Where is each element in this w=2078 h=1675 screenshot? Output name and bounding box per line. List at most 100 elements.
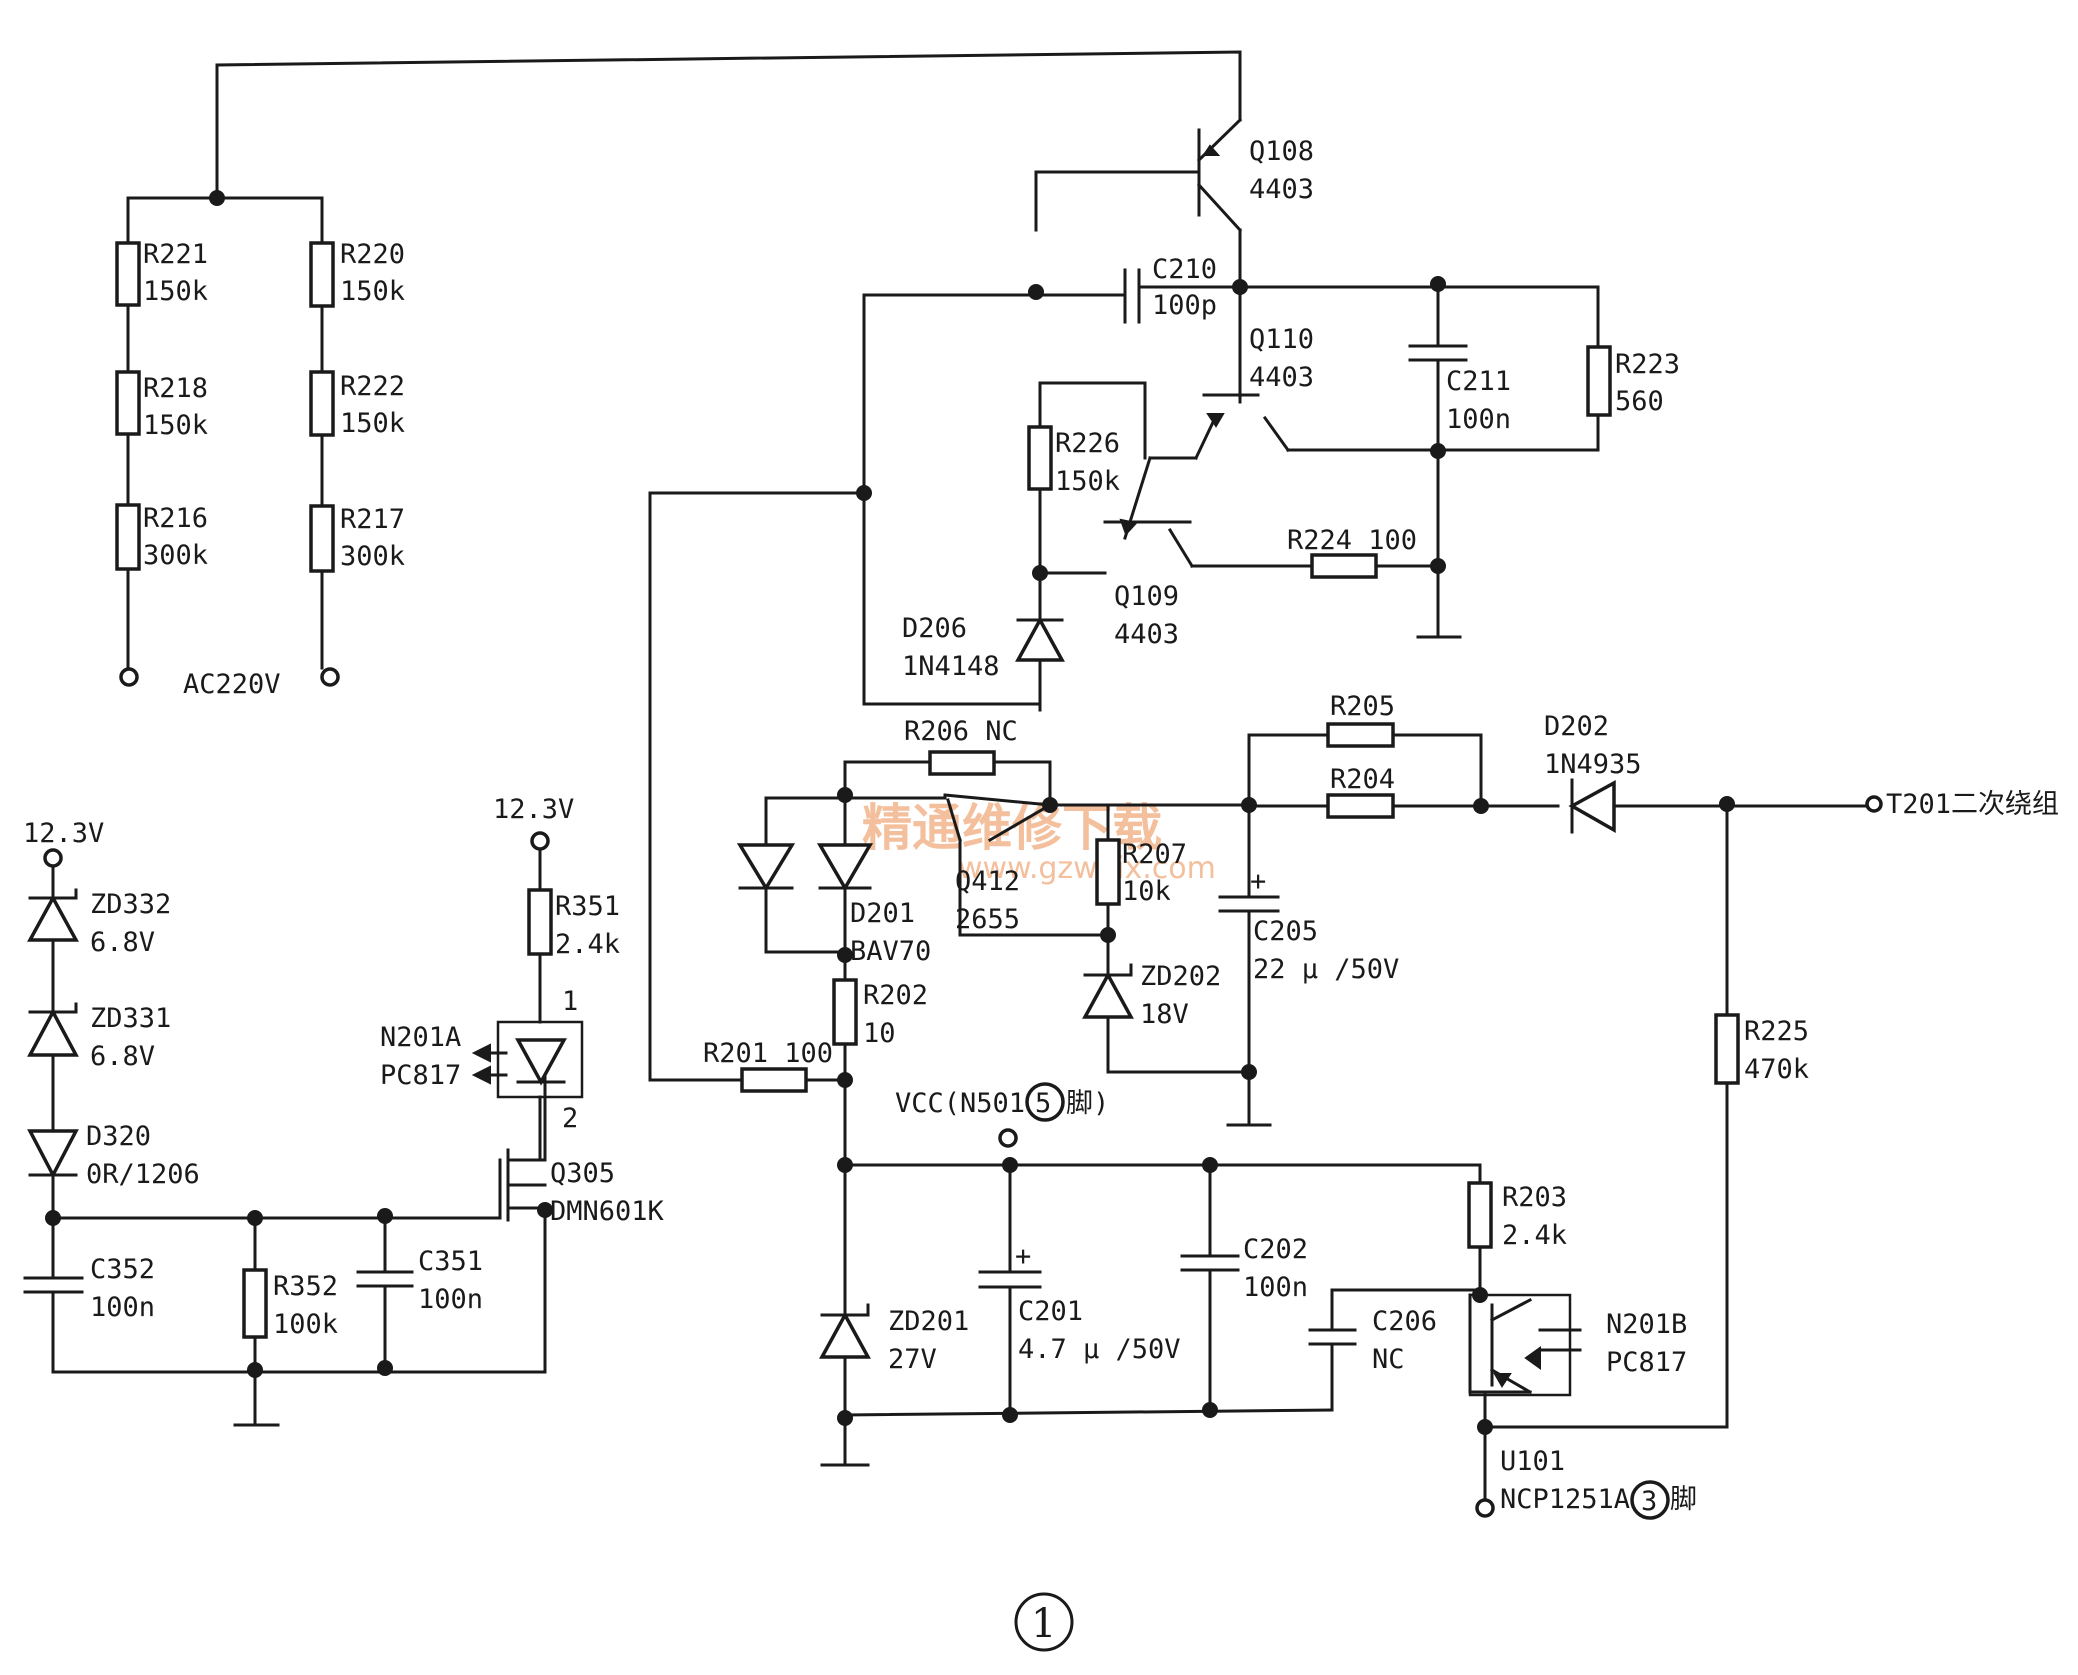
label-q412-value: 2655	[955, 904, 1020, 935]
label-r220-value: 150k	[340, 276, 405, 307]
label-c206-value: NC	[1372, 1344, 1405, 1375]
label-c352: C352	[90, 1254, 155, 1285]
resistor-r223	[1586, 345, 1612, 417]
label-zd331-value: 6.8V	[90, 1041, 155, 1072]
label-pin3: 3	[1641, 1486, 1657, 1517]
diode-d201-b	[816, 843, 874, 892]
pin5-circle	[1025, 1082, 1065, 1122]
label-r205: R205	[1330, 691, 1395, 722]
diode-d202	[1568, 780, 1616, 834]
label-r202-value: 10	[863, 1018, 896, 1049]
resistor-r217	[309, 504, 335, 573]
label-zd201-value: 27V	[888, 1344, 937, 1375]
resistor-r206	[928, 750, 996, 776]
resistor-r202	[832, 978, 858, 1046]
resistor-r205	[1326, 722, 1395, 748]
label-r206: R206 NC	[904, 716, 1018, 747]
label-r225-value: 470k	[1744, 1054, 1809, 1085]
label-r351-value: 2.4k	[555, 929, 620, 960]
diode-d206	[1015, 616, 1065, 662]
label-r351: R351	[555, 891, 620, 922]
label-r207-value: 10k	[1122, 876, 1171, 907]
resistor-r221	[115, 241, 141, 307]
pin3-circle	[1630, 1480, 1670, 1520]
label-c211-value: 100n	[1446, 404, 1511, 435]
label-n201a-value: PC817	[380, 1060, 461, 1091]
label-pin5: 5	[1035, 1088, 1051, 1119]
label-q109-value: 4403	[1114, 619, 1179, 650]
label-n201a: N201A	[380, 1022, 461, 1053]
label-q305-value: DMN601K	[550, 1196, 665, 1227]
label-zd202-value: 18V	[1140, 999, 1189, 1030]
q108-arrow	[1202, 144, 1221, 156]
label-vcc-tail: 脚)	[1066, 1088, 1109, 1119]
label-zd202: ZD202	[1140, 961, 1221, 992]
label-d206-value: 1N4148	[902, 651, 1000, 682]
standby-section	[23, 831, 584, 1427]
figure-number-text: 1	[1031, 1601, 1056, 1647]
label-zd331: ZD331	[90, 1003, 171, 1034]
q109-arrow	[1119, 518, 1138, 536]
watermark-url: www.gzweix.com	[958, 851, 1216, 886]
ac-terminal-left	[119, 667, 139, 687]
label-zd201: ZD201	[888, 1306, 969, 1337]
zener-zd331	[27, 1008, 79, 1057]
label-r224: R224 100	[1287, 525, 1417, 556]
resistor-r351	[527, 888, 553, 956]
label-r204: R204	[1330, 764, 1395, 795]
label-d202-value: 1N4935	[1544, 749, 1642, 780]
label-zd332-value: 6.8V	[90, 927, 155, 958]
resistor-r218	[115, 370, 141, 436]
label-u101-tail: 脚	[1670, 1484, 1697, 1515]
label-ac220v: AC220V	[183, 669, 281, 700]
label-r352-value: 100k	[273, 1309, 338, 1340]
label-d206: D206	[902, 613, 967, 644]
label-c205: C205	[1253, 916, 1318, 947]
label-r222: R222	[340, 371, 405, 402]
label-t201: T201二次绕组	[1886, 789, 2059, 820]
ac-input-divider	[115, 50, 1242, 687]
label-d320: D320	[86, 1121, 151, 1152]
label-r216-value: 300k	[143, 540, 208, 571]
label-d201: D201	[850, 898, 915, 929]
label-r217-value: 300k	[340, 541, 405, 572]
label-r220: R220	[340, 239, 405, 270]
resistor-r204	[1326, 793, 1395, 819]
label-d320-value: 0R/1206	[86, 1159, 200, 1190]
resistor-r226	[1027, 425, 1053, 491]
label-d201-value: BAV70	[850, 936, 931, 967]
label-r223: R223	[1615, 349, 1680, 380]
terminal-12v3-left	[43, 848, 63, 868]
label-12v3-left: 12.3V	[23, 818, 104, 849]
power-section: +	[648, 491, 1883, 1520]
label-pin2: 2	[562, 1103, 578, 1134]
label-u101: U101	[1500, 1446, 1565, 1477]
label-r352: R352	[273, 1271, 338, 1302]
label-q108: Q108	[1249, 136, 1314, 167]
label-r226-value: 150k	[1055, 466, 1120, 497]
label-c211: C211	[1446, 366, 1511, 397]
resistor-r224	[1310, 553, 1378, 579]
label-q305: Q305	[550, 1158, 615, 1189]
label-r202: R202	[863, 980, 928, 1011]
label-r223-value: 560	[1615, 386, 1664, 417]
transistor-network	[856, 117, 1612, 712]
terminal-12v3-mid	[530, 831, 550, 851]
label-c352-value: 100n	[90, 1292, 155, 1323]
label-u101-value: NCP1251A	[1500, 1484, 1630, 1515]
t201-terminal	[1865, 795, 1883, 813]
n201a-led	[515, 1038, 567, 1086]
label-pin1: 1	[562, 986, 578, 1017]
ac-terminal-right	[320, 667, 340, 687]
u101-terminal	[1475, 1498, 1495, 1518]
watermark: 精通维修下载 www.gzweix.com	[862, 799, 1216, 886]
label-c206: C206	[1372, 1306, 1437, 1337]
label-c210: C210	[1152, 254, 1217, 285]
resistor-r201	[740, 1067, 808, 1093]
label-r221-value: 150k	[143, 276, 208, 307]
label-q109: Q109	[1114, 581, 1179, 612]
label-c205-value: 22 μ /50V	[1253, 954, 1399, 985]
label-r217: R217	[340, 504, 405, 535]
c201-plus-sign: +	[1015, 1241, 1031, 1272]
